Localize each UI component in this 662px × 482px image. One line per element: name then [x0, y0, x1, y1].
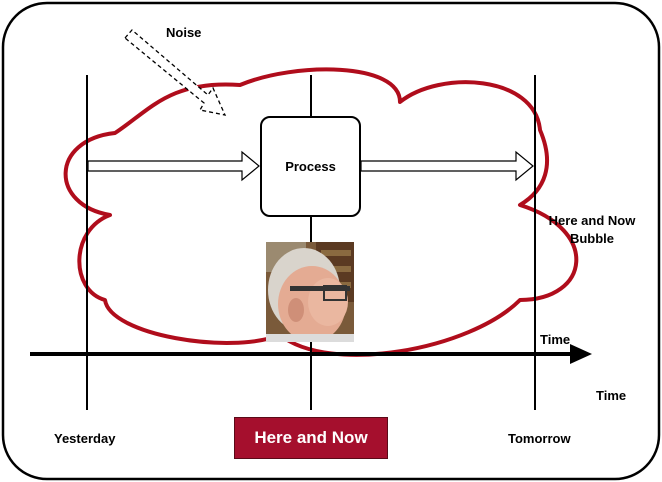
bubble-label-line1: Here and Now: [548, 213, 636, 228]
noise-label: Noise: [166, 25, 202, 40]
output-arrow: [360, 150, 534, 182]
input-arrow: [87, 150, 260, 182]
here-and-now-button[interactable]: Here and Now: [234, 417, 388, 459]
time-outer-label: Time: [596, 388, 627, 403]
yesterday-label: Yesterday: [54, 431, 116, 446]
bubble-label-line2: Bubble: [569, 231, 615, 246]
process-box: [260, 116, 361, 217]
time-axis-label: Time: [540, 332, 571, 347]
process-label: Process: [285, 159, 336, 174]
noise-dashed-arrow-icon: [124, 29, 227, 116]
here-and-now-bubble: [63, 67, 579, 357]
time-axis-arrowhead: [570, 344, 592, 364]
person-photo-icon: [266, 242, 354, 342]
tomorrow-label: Tomorrow: [508, 431, 571, 446]
